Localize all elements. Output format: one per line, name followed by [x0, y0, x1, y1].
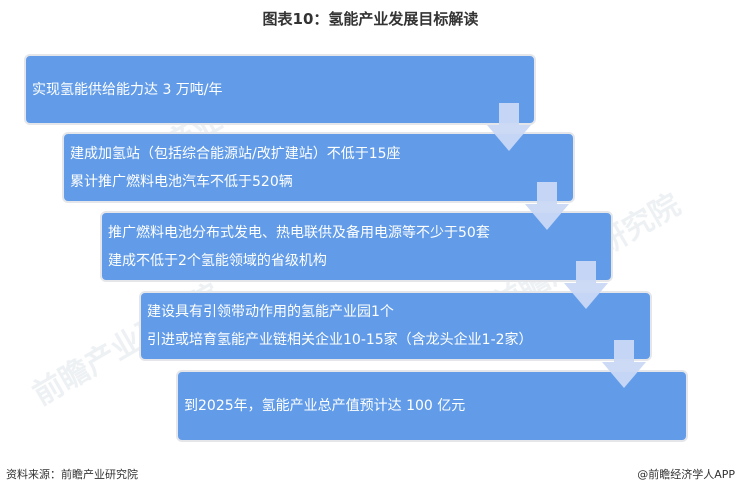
step-text: 引进或培育氢能产业链相关企业10-15家（含龙头企业1-2家） — [147, 332, 533, 348]
step-box-5: 到2025年，氢能产业总产值预计达 100 亿元 — [176, 370, 688, 442]
step-box-2: 建成加氢站（包括综合能源站/改扩建站）不低于15座 累计推广燃料电池汽车不低于5… — [62, 132, 575, 203]
step-text: 建设具有引领带动作用的氢能产业园1个 — [147, 304, 394, 320]
source-note: 资料来源：前瞻产业研究院 — [6, 468, 138, 481]
step-box-3: 推广燃料电池分布式发电、热电联供及备用电源等不少于50套 建成不低于2个氢能领域… — [100, 211, 613, 282]
step-box-1: 实现氢能供给能力达 3 万吨/年 — [24, 54, 536, 125]
step-text: 累计推广燃料电池汽车不低于520辆 — [70, 173, 293, 190]
down-arrow-icon — [564, 261, 608, 309]
step-text: 建成加氢站（包括综合能源站/改扩建站）不低于15座 — [70, 145, 401, 162]
down-arrow-icon — [602, 340, 646, 388]
step-text: 到2025年，氢能产业总产值预计达 100 亿元 — [184, 398, 466, 414]
page-title: 图表10：氢能产业发展目标解读 — [262, 10, 479, 28]
down-arrow-icon — [487, 103, 531, 151]
credit-note: @前瞻经济学人APP — [637, 468, 735, 481]
step-box-4: 建设具有引领带动作用的氢能产业园1个 引进或培育氢能产业链相关企业10-15家（… — [139, 291, 652, 361]
step-text: 推广燃料电池分布式发电、热电联供及备用电源等不少于50套 — [108, 224, 490, 241]
step-text: 实现氢能供给能力达 3 万吨/年 — [32, 81, 223, 98]
step-text: 建成不低于2个氢能领域的省级机构 — [108, 252, 327, 269]
down-arrow-icon — [525, 182, 569, 230]
